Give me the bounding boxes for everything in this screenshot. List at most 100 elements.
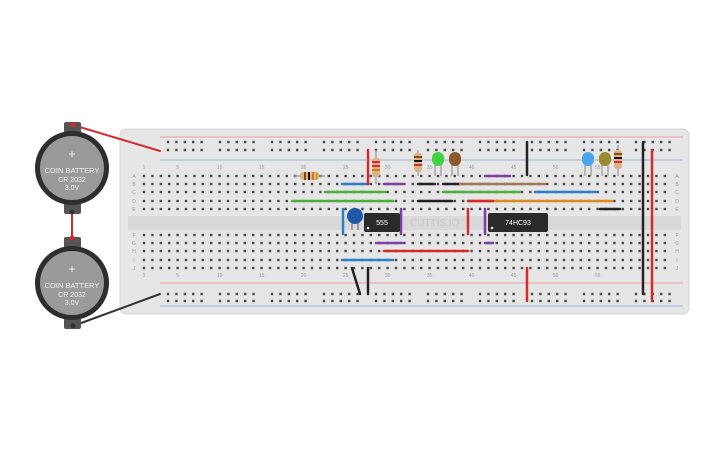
hole — [646, 241, 650, 245]
resistor — [614, 145, 622, 176]
hole — [294, 266, 297, 270]
hole — [294, 182, 297, 186]
hole — [374, 299, 378, 303]
hole — [348, 299, 351, 303]
column-number: 15 — [259, 165, 265, 171]
hole — [200, 299, 203, 303]
hole — [268, 258, 272, 262]
hole — [504, 241, 507, 245]
hole — [460, 148, 463, 152]
hole — [529, 207, 532, 211]
hole — [400, 148, 403, 152]
hole — [646, 249, 650, 253]
hole — [268, 266, 272, 270]
hole — [285, 266, 288, 270]
hole — [554, 233, 557, 237]
hole — [428, 258, 431, 262]
hole — [436, 174, 440, 178]
hole — [200, 148, 203, 152]
hole — [287, 140, 290, 144]
hole — [175, 140, 178, 144]
hole — [638, 266, 641, 270]
hole — [176, 266, 179, 270]
hole — [512, 258, 515, 262]
hole — [201, 266, 204, 270]
hole — [184, 249, 188, 253]
hole — [462, 266, 465, 270]
hole — [529, 233, 532, 237]
hole — [529, 190, 532, 194]
hole — [394, 258, 398, 262]
hole — [495, 292, 498, 296]
hole — [436, 182, 440, 186]
hole — [176, 199, 179, 203]
hole — [655, 174, 658, 178]
hole — [604, 241, 608, 245]
hole — [435, 148, 438, 152]
hole — [556, 148, 559, 152]
hole — [287, 292, 290, 296]
hole — [176, 207, 179, 211]
hole — [660, 292, 663, 296]
hole — [621, 233, 624, 237]
hole — [391, 292, 394, 296]
hole — [319, 258, 322, 262]
hole — [588, 241, 591, 245]
hole — [218, 249, 221, 253]
hole — [478, 174, 482, 178]
hole — [426, 148, 430, 152]
hole — [142, 174, 146, 178]
hole — [183, 299, 186, 303]
hole — [244, 140, 247, 144]
hole — [151, 266, 154, 270]
hole — [168, 199, 171, 203]
hole — [369, 174, 372, 178]
hole — [243, 199, 246, 203]
hole — [420, 266, 423, 270]
hole — [554, 207, 557, 211]
hole — [408, 292, 411, 296]
hole — [356, 148, 359, 152]
hole — [339, 140, 342, 144]
hole — [470, 258, 473, 262]
hole — [588, 233, 591, 237]
hole — [420, 190, 423, 194]
hole — [403, 190, 406, 194]
hole — [579, 207, 582, 211]
column-number: 10 — [217, 165, 223, 171]
hole — [285, 249, 288, 253]
hole — [445, 258, 448, 262]
hole — [453, 207, 456, 211]
terminal-dot — [69, 235, 75, 241]
hole — [210, 182, 213, 186]
hole — [302, 207, 305, 211]
hole — [235, 233, 238, 237]
hole — [452, 299, 455, 303]
hole — [378, 266, 381, 270]
hole — [452, 292, 455, 296]
hole — [564, 299, 567, 303]
hole — [252, 190, 255, 194]
battery-label-line1: COIN BATTERY — [45, 281, 100, 290]
hole — [520, 233, 524, 237]
hole — [210, 266, 213, 270]
hole — [445, 233, 448, 237]
hole — [270, 148, 274, 152]
hole — [348, 292, 351, 296]
hole — [582, 140, 586, 144]
hole — [571, 233, 574, 237]
hole — [175, 299, 178, 303]
hole — [478, 299, 482, 303]
hole — [547, 148, 550, 152]
hole — [634, 148, 638, 152]
hole — [243, 207, 246, 211]
hole — [408, 148, 411, 152]
hole — [369, 233, 372, 237]
hole — [235, 207, 238, 211]
hole — [420, 233, 423, 237]
hole — [235, 140, 238, 144]
hole — [327, 207, 330, 211]
column-number: 1 — [143, 165, 146, 171]
hole — [374, 140, 378, 144]
hole — [546, 249, 549, 253]
